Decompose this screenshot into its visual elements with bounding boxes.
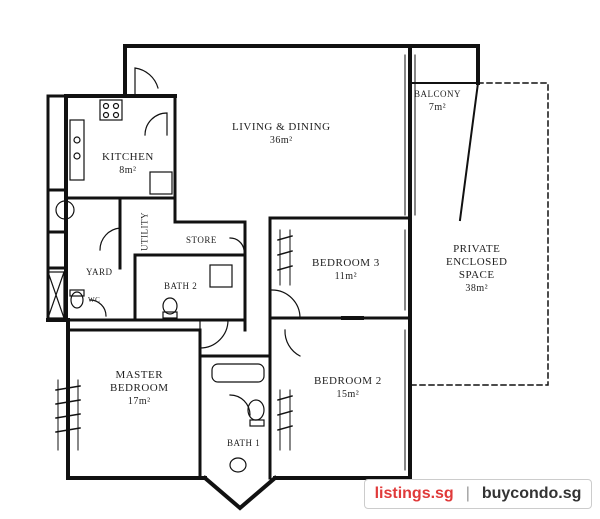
pes-name-line3: SPACE bbox=[458, 269, 495, 281]
fixtures bbox=[47, 99, 265, 473]
bath1-label: BATH 1 bbox=[227, 438, 261, 448]
bedroom3-label: BEDROOM 3 11m² bbox=[312, 257, 380, 283]
living-dining-name: LIVING & DINING bbox=[232, 121, 331, 133]
kitchen-area: 8m² bbox=[119, 165, 137, 176]
store-label: STORE bbox=[186, 235, 217, 245]
pes-area: 38m² bbox=[465, 283, 489, 294]
dark-strips bbox=[123, 44, 372, 480]
watermark-site-1: listings.sg bbox=[374, 485, 454, 502]
pes-name-line2: ENCLOSED bbox=[446, 256, 508, 268]
windows bbox=[57, 54, 416, 471]
bedroom3-name: BEDROOM 3 bbox=[312, 257, 380, 269]
service-strip bbox=[46, 94, 68, 322]
balcony-area: 7m² bbox=[428, 102, 447, 113]
watermark-separator: | bbox=[465, 485, 470, 502]
master-area: 17m² bbox=[127, 396, 151, 407]
master-bedroom-label: MASTER BEDROOM 17m² bbox=[110, 369, 169, 408]
window-hatches bbox=[55, 235, 293, 433]
bath2-label: BATH 2 bbox=[164, 281, 198, 291]
balcony-walls bbox=[409, 81, 480, 222]
outer-walls bbox=[46, 44, 480, 511]
pes-name-line1: PRIVATE bbox=[453, 243, 501, 255]
watermark-logo: listings.sg | buycondo.sg bbox=[364, 479, 592, 509]
master-name-line1: MASTER bbox=[115, 369, 164, 381]
master-name-line2: BEDROOM bbox=[110, 382, 169, 394]
utility-label: UTILITY bbox=[139, 212, 150, 251]
balcony-label: BALCONY 7m² bbox=[414, 88, 461, 114]
yard-label: YARD bbox=[86, 267, 113, 277]
pes-outline bbox=[409, 82, 549, 386]
pes-label: PRIVATE ENCLOSED SPACE 38m² bbox=[446, 243, 507, 295]
living-dining-area: 36m² bbox=[269, 135, 293, 146]
bedroom2-name: BEDROOM 2 bbox=[314, 375, 382, 387]
kitchen-label: KITCHEN 8m² bbox=[102, 151, 154, 177]
kitchen-name: KITCHEN bbox=[102, 151, 154, 163]
doors bbox=[89, 67, 301, 416]
living-dining-label: LIVING & DINING 36m² bbox=[232, 121, 331, 147]
wc-label: WC bbox=[88, 296, 101, 304]
watermark-site-2: buycondo.sg bbox=[481, 485, 582, 502]
bedroom3-area: 11m² bbox=[334, 271, 358, 282]
bedroom2-label: BEDROOM 2 15m² bbox=[314, 375, 382, 401]
balcony-name: BALCONY bbox=[414, 89, 462, 99]
bedroom2-area: 15m² bbox=[336, 389, 360, 400]
interior-walls bbox=[64, 94, 412, 480]
